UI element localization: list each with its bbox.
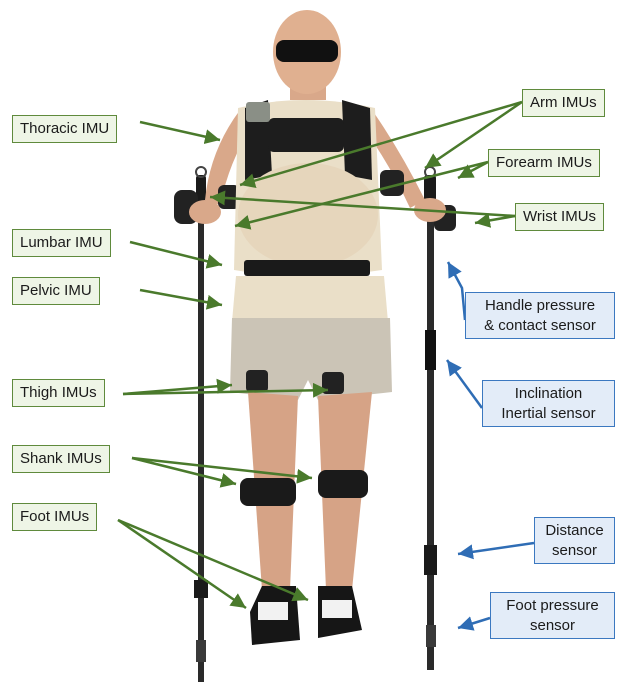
arrow-foot-pressure-sensor	[458, 618, 490, 628]
label-inclination-line1: Inclination	[490, 384, 607, 404]
label-inclination-sensor: Inclination Inertial sensor	[482, 380, 615, 427]
label-thoracic-imu: Thoracic IMU	[12, 115, 117, 143]
label-foot-pressure-line1: Foot pressure	[498, 596, 607, 616]
arrow-handle-sensor	[448, 262, 465, 320]
arrow-distance-sensor	[458, 543, 534, 554]
label-handle-line1: Handle pressure	[473, 296, 607, 316]
label-foot-pressure-sensor: Foot pressure sensor	[490, 592, 615, 639]
imu-arrows	[118, 102, 522, 608]
arrow-pelvic	[140, 290, 222, 305]
label-handle-line2: & contact sensor	[473, 316, 607, 336]
label-distance-line1: Distance	[542, 521, 607, 541]
label-thigh-imus: Thigh IMUs	[12, 379, 105, 407]
arrow-wrist-right	[475, 216, 515, 223]
label-handle-pressure-sensor: Handle pressure & contact sensor	[465, 292, 615, 339]
label-shank-imus: Shank IMUs	[12, 445, 110, 473]
label-distance-line2: sensor	[542, 541, 607, 561]
label-inclination-line2: Inertial sensor	[490, 404, 607, 424]
arrow-shank-right	[132, 458, 312, 478]
arrow-foot-right	[118, 520, 308, 600]
label-wrist-imus: Wrist IMUs	[515, 203, 604, 231]
arrow-wrist-left	[210, 197, 515, 216]
label-forearm-imus: Forearm IMUs	[488, 149, 600, 177]
arrow-foot-left	[118, 520, 246, 608]
label-lumbar-imu: Lumbar IMU	[12, 229, 111, 257]
arrow-arm-left	[240, 102, 522, 185]
arrow-forearm-right	[458, 162, 488, 178]
label-foot-imus: Foot IMUs	[12, 503, 97, 531]
arrow-forearm-left	[235, 162, 488, 226]
label-pelvic-imu: Pelvic IMU	[12, 277, 100, 305]
arrow-inclination-sensor	[447, 360, 482, 408]
label-foot-pressure-line2: sensor	[498, 616, 607, 636]
label-distance-sensor: Distance sensor	[534, 517, 615, 564]
arrow-lumbar	[130, 242, 222, 265]
arrow-thoracic	[140, 122, 220, 140]
label-arm-imus: Arm IMUs	[522, 89, 605, 117]
arrow-shank-left	[132, 458, 236, 484]
